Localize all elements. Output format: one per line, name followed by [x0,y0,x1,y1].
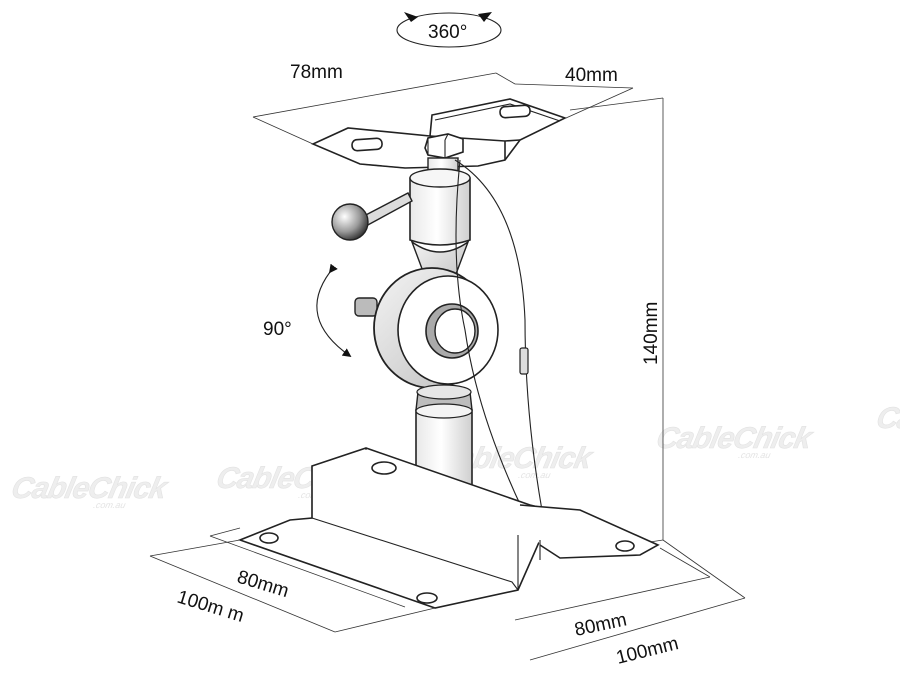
rotation-ellipse [396,12,502,48]
lock-knob [331,192,413,241]
hex-nut [424,133,464,159]
tilt-90-label: 90° [263,319,292,340]
top-plate-slot-left [351,137,383,152]
base-hole-left [259,532,279,544]
dimension-78mm: 78mm [252,62,516,145]
base-hole-top [371,461,397,475]
top-plate-slot-right [499,104,531,119]
watermark-brand-1: CableChick [9,472,172,505]
dimension-78mm-label: 78mm [290,62,343,83]
watermark-domain-4: .com.au [737,450,771,460]
dimension-140mm: 140mm [569,97,664,546]
dimension-base-right-inner-label: 80mm [573,609,629,641]
watermark-domain-1: .com.au [92,500,126,510]
dimension-140mm-label: 140mm [641,302,662,365]
base-hole-bottom [416,592,438,604]
dimension-40mm: 40mm [514,65,634,119]
watermark-domain-3: .com.au [517,470,551,480]
watermark-brand-5: CableChick [874,402,900,435]
dimension-base-right: 80mm 100mm [514,539,746,669]
rotation-arrow-right-icon [478,12,492,22]
dimension-base-left-inner-label: 80mm [235,567,292,603]
safety-cable [454,159,547,530]
dimension-base-right-outer-label: 100mm [614,633,681,669]
tilt-90-indicator: 90° [263,263,352,358]
rotation-arrow-left-icon [404,12,418,22]
watermark-1: CableChick .com.au [8,472,172,510]
dimension-40mm-label: 40mm [565,65,618,86]
cable-crimp [519,347,529,375]
watermark-4: CableChick .com.au [653,422,817,460]
watermark-brand-4: CableChick [654,422,817,455]
rotation-360-indicator: 360° [396,12,502,48]
base-plate [237,447,660,609]
knob-ball-icon [331,203,369,241]
rotation-360-label: 360° [428,22,467,43]
tilt-disc [354,267,499,389]
watermark-5: CableChick [873,402,900,435]
base-hole-right [615,540,635,552]
dimension-base-left-outer-label: 100m m [175,587,247,627]
